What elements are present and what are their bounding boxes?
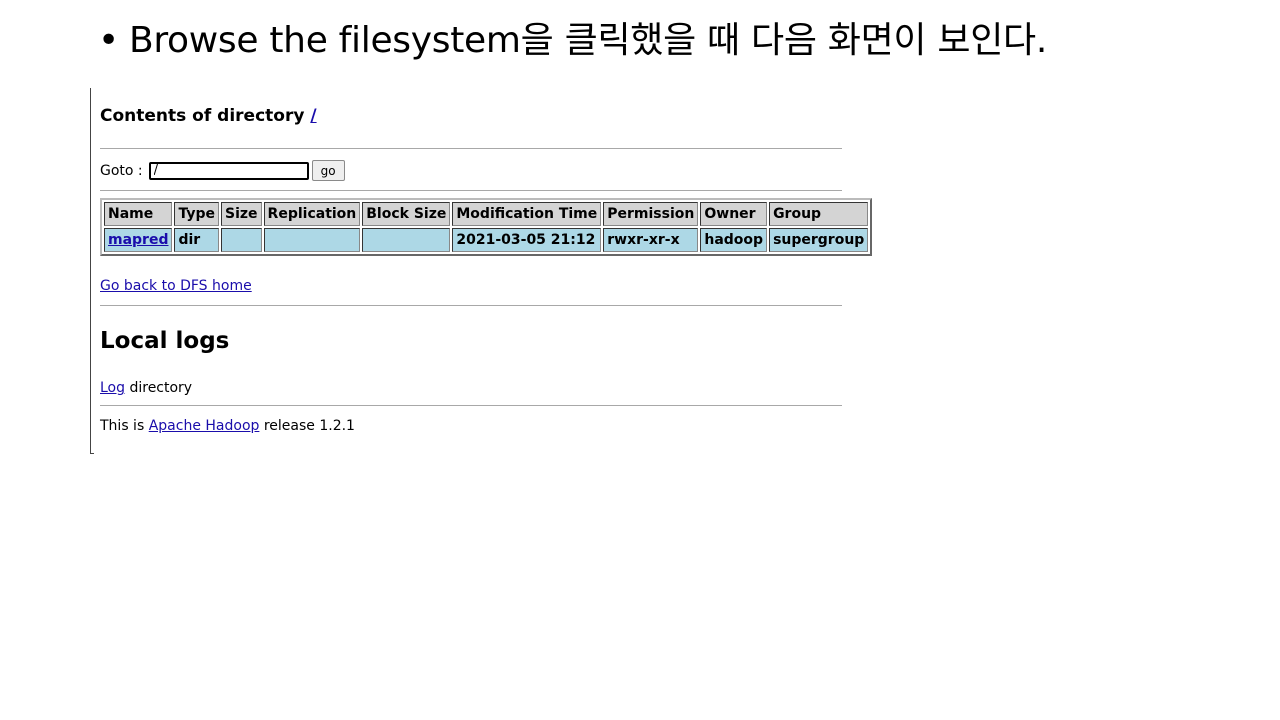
column-header-modification-time: Modification Time bbox=[452, 202, 602, 226]
log-directory-text: directory bbox=[125, 380, 193, 396]
directory-heading: Contents of directory / bbox=[100, 106, 317, 126]
divider bbox=[100, 405, 842, 406]
cell-type: dir bbox=[174, 228, 220, 252]
mapred-directory-link[interactable]: mapred bbox=[108, 232, 169, 248]
column-header-group: Group bbox=[769, 202, 869, 226]
hadoop-browser-screenshot: Contents of directory / Goto : go Name T… bbox=[90, 88, 873, 454]
column-header-permission: Permission bbox=[603, 202, 699, 226]
cell-owner: hadoop bbox=[700, 228, 768, 252]
column-header-block-size: Block Size bbox=[362, 202, 451, 226]
table-header-row: Name Type Size Replication Block Size Mo… bbox=[104, 202, 869, 226]
divider bbox=[100, 190, 842, 191]
column-header-type: Type bbox=[174, 202, 220, 226]
cell-name: mapred bbox=[104, 228, 173, 252]
table-row: mapred dir 2021-03-05 21:12 rwxr-xr-x ha… bbox=[104, 228, 869, 252]
divider bbox=[100, 148, 842, 149]
footer: This is Apache Hadoop release 1.2.1 bbox=[100, 418, 355, 434]
log-directory-line: Log directory bbox=[100, 380, 192, 396]
cell-size bbox=[221, 228, 262, 252]
go-button[interactable]: go bbox=[311, 160, 345, 181]
divider bbox=[100, 305, 842, 306]
goto-label: Goto : bbox=[100, 162, 143, 179]
screenshot-border bbox=[90, 88, 91, 454]
footer-prefix: This is bbox=[100, 418, 149, 434]
goto-input[interactable] bbox=[148, 161, 309, 180]
directory-table: Name Type Size Replication Block Size Mo… bbox=[100, 198, 873, 256]
column-header-name: Name bbox=[104, 202, 173, 226]
slide-title: •Browse the filesystem을 클릭했을 때 다음 화면이 보인… bbox=[98, 18, 1047, 64]
column-header-owner: Owner bbox=[700, 202, 768, 226]
back-link-row: Go back to DFS home bbox=[100, 278, 252, 294]
root-directory-link[interactable]: / bbox=[310, 106, 317, 126]
cell-modification-time: 2021-03-05 21:12 bbox=[452, 228, 602, 252]
apache-hadoop-link[interactable]: Apache Hadoop bbox=[148, 418, 260, 434]
cell-replication bbox=[263, 228, 361, 252]
local-logs-heading: Local logs bbox=[100, 328, 230, 354]
column-header-size: Size bbox=[221, 202, 262, 226]
dfs-home-link[interactable]: Go back to DFS home bbox=[100, 278, 252, 294]
screenshot-border-tick bbox=[90, 453, 94, 454]
column-header-replication: Replication bbox=[263, 202, 361, 226]
cell-group: supergroup bbox=[769, 228, 869, 252]
slide-title-text: Browse the filesystem을 클릭했을 때 다음 화면이 보인다… bbox=[128, 20, 1047, 61]
bullet: • bbox=[98, 20, 119, 61]
cell-permission: rwxr-xr-x bbox=[603, 228, 699, 252]
log-link[interactable]: Log bbox=[100, 380, 126, 396]
directory-heading-label: Contents of directory bbox=[100, 106, 311, 126]
cell-block-size bbox=[362, 228, 451, 252]
footer-suffix: release 1.2.1 bbox=[259, 418, 355, 434]
goto-form: Goto : go bbox=[100, 160, 345, 181]
